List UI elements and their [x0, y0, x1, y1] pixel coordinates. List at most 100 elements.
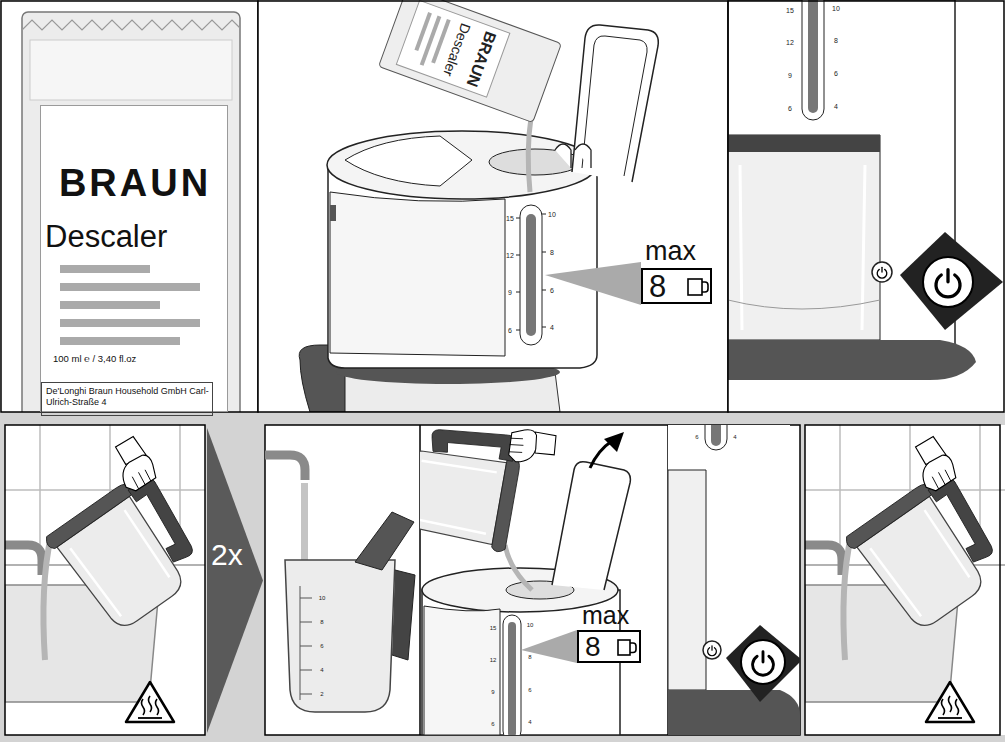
coffee-machine-switch-on	[728, 135, 880, 340]
repeat-chevron: 2x	[207, 428, 263, 733]
chevron-shape	[207, 428, 263, 733]
fill-carafe-scene	[300, 586, 312, 700]
switch-on-scene	[668, 425, 800, 735]
max-label: max	[582, 603, 629, 628]
scale-number: 6	[550, 287, 554, 294]
fill-carafe-scene	[355, 512, 414, 570]
scale-number: 15	[506, 215, 514, 222]
coffee-machine-filling	[520, 205, 542, 345]
switch-on-scene	[668, 470, 706, 690]
coffee-machine-switch-on	[728, 135, 880, 152]
coffee-machine-switch-on	[877, 267, 887, 278]
coffee-machine-filling	[555, 144, 591, 168]
coffee-machine-filling	[545, 262, 641, 305]
illustration	[805, 425, 1005, 735]
fill-carafe-scene	[392, 570, 415, 660]
panel-frame	[805, 425, 1000, 735]
cup-icon	[687, 278, 713, 298]
coffee-machine-switch-on	[802, 0, 824, 120]
pour-water-scene	[508, 622, 516, 735]
fill-carafe-scene	[265, 455, 305, 480]
coffee-machine-switch-on	[872, 262, 892, 282]
volume-note: 100 ml ℮ / 3,40 fl.oz	[53, 354, 136, 364]
cup-icon	[618, 640, 630, 655]
cup-count: 8	[649, 271, 666, 302]
descaler-sachet	[1, 1, 258, 412]
switch-on-scene	[753, 652, 774, 676]
coffee-machine-switch-on	[728, 340, 976, 380]
manufacturer-address: De'Longhi Braun Household GmbH Carl-Ulri…	[46, 386, 210, 409]
pour-water-scene	[505, 545, 532, 590]
descaler-sachet	[40, 105, 228, 412]
coffee-machine-filling	[582, 36, 647, 176]
scale-number: 10	[319, 595, 326, 601]
sachet-label: BRAUN Descaler 100 ml ℮ / 3,40 fl.ozDe'Lon…	[40, 105, 228, 412]
coffee-machine-filling	[516, 214, 546, 330]
product-name: Descaler	[45, 221, 229, 252]
descaler-sachet	[1, 1, 258, 412]
scale-number: 9	[491, 689, 494, 695]
scale-number: 4	[320, 667, 323, 673]
descaler-sachet	[60, 337, 180, 345]
brand-logo: BRAUN	[41, 164, 229, 202]
scale-number: 6	[528, 687, 531, 693]
coffee-machine-filling	[414, 12, 431, 51]
scale-number: 15	[490, 625, 497, 631]
switch-on-scene	[741, 640, 785, 684]
cup-icon	[688, 279, 702, 295]
descaler-sachet	[60, 283, 200, 291]
switch-on-scene	[711, 425, 721, 446]
panel-frame	[728, 1, 1004, 412]
coffee-machine-filling	[528, 118, 531, 192]
scale-number: 6	[508, 327, 512, 334]
repeat-count: 2x	[211, 540, 243, 570]
pour-water-scene	[420, 425, 630, 735]
scale-number: 8	[834, 37, 838, 44]
cup-icon	[617, 639, 641, 658]
max-label: max	[645, 238, 696, 265]
scale-number: 6	[491, 721, 494, 727]
coffee-machine-filling	[345, 136, 472, 186]
pour-water-scene	[503, 615, 521, 735]
scale-number: 4	[733, 434, 736, 440]
scale-number: 12	[490, 657, 497, 663]
coffee-machine-filling	[258, 0, 728, 412]
scale-number: 12	[506, 252, 514, 259]
coffee-machine-filling	[379, 0, 562, 123]
scale-number: 10	[548, 211, 556, 218]
illustration	[5, 425, 222, 735]
scale-number: 4	[550, 324, 554, 331]
coffee-machine-filling	[526, 214, 536, 336]
scale-number: 4	[528, 719, 531, 725]
panel-frame	[258, 1, 728, 412]
coffee-machine-switch-on	[808, 0, 818, 113]
descaler-sachet	[60, 319, 200, 327]
coffee-machine-filling	[420, 16, 442, 66]
max-fill-callout: max8	[577, 630, 641, 663]
chevron-shape	[207, 428, 263, 733]
coffee-machine-switch-on	[900, 232, 1003, 330]
scale-number: 8	[528, 654, 531, 660]
switch-on-scene	[726, 625, 800, 702]
scale-number: 6	[695, 434, 698, 440]
scale-number: 6	[788, 105, 792, 112]
scale-number: 4	[834, 103, 838, 110]
coffee-machine-filling	[396, 0, 509, 97]
descaler-sachet	[60, 301, 160, 309]
scale-number: 10	[527, 622, 534, 628]
cup-icon	[630, 643, 636, 653]
coffee-machine-filling	[330, 192, 505, 356]
pour-water-scene	[420, 425, 558, 558]
cup-count: 8	[585, 633, 601, 661]
coffee-machine-filling	[258, 1, 728, 412]
switch-on-scene	[668, 425, 790, 690]
repeat-group-frame	[265, 425, 800, 735]
scale-number: 6	[834, 70, 838, 77]
coffee-machine-switch-on	[728, 0, 1005, 412]
coffee-machine-switch-on	[923, 257, 973, 307]
cup-icon	[702, 282, 708, 292]
descaler-sachet	[60, 265, 150, 273]
scale-number: 15	[786, 7, 794, 14]
scale-number: 12	[786, 39, 794, 46]
